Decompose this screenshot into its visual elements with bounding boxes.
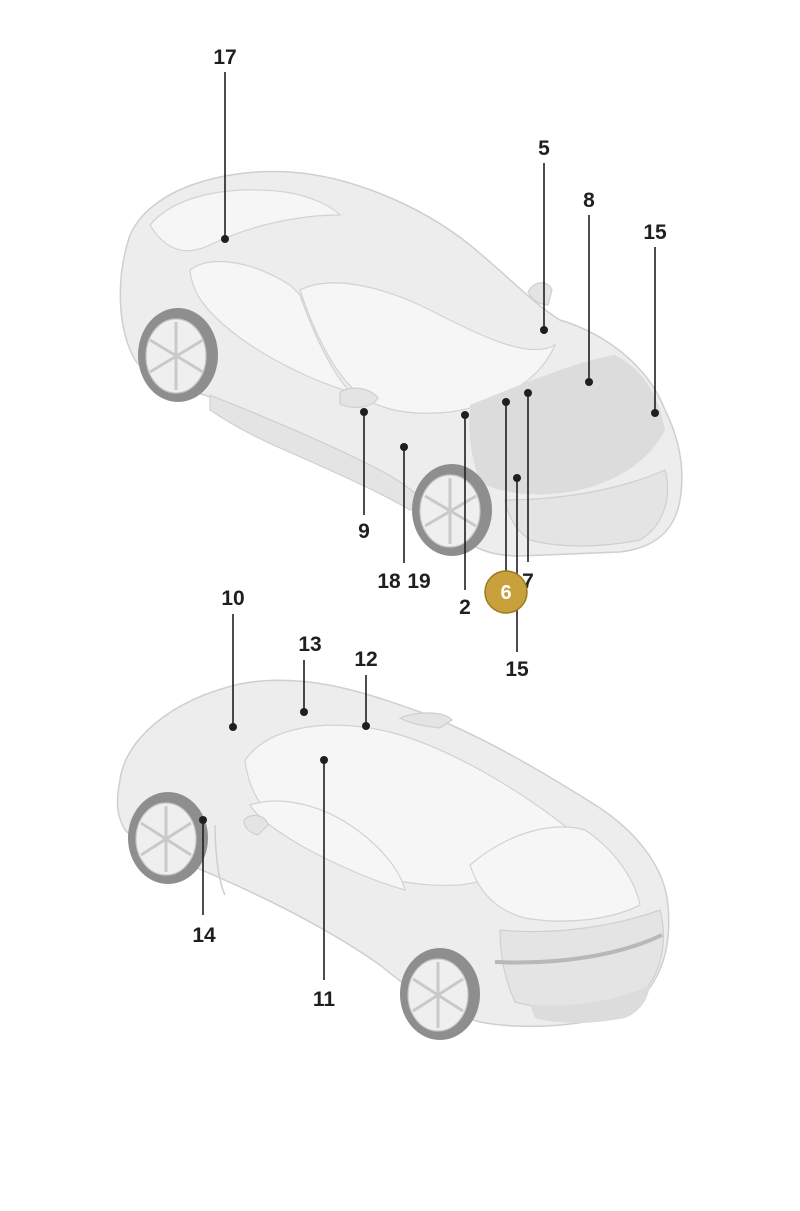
callout-labels: 17 5 8 15 9 18 19 2 7 15 10 13 12 14 11 xyxy=(192,46,667,1011)
callout-7[interactable]: 7 xyxy=(522,570,534,593)
callout-2[interactable]: 2 xyxy=(459,596,471,619)
callout-8[interactable]: 8 xyxy=(583,189,595,212)
callout-17[interactable]: 17 xyxy=(213,46,236,69)
callout-18[interactable]: 18 xyxy=(377,570,401,593)
callout-5[interactable]: 5 xyxy=(538,137,550,160)
callout-9[interactable]: 9 xyxy=(358,520,370,543)
callout-11[interactable]: 11 xyxy=(313,988,336,1011)
callout-19[interactable]: 19 xyxy=(407,570,430,593)
callout-10[interactable]: 10 xyxy=(221,587,244,610)
callout-6[interactable]: 6 xyxy=(500,582,511,604)
car-front-view xyxy=(119,170,683,557)
highlight-circle[interactable] xyxy=(484,570,528,614)
callout-6-highlighted[interactable]: 6 xyxy=(484,570,528,614)
callout-15-top[interactable]: 15 xyxy=(643,221,667,244)
callout-13[interactable]: 13 xyxy=(298,633,321,656)
car-rear-view xyxy=(116,679,670,1040)
callout-12[interactable]: 12 xyxy=(354,648,377,671)
callout-15-bottom[interactable]: 15 xyxy=(505,658,529,681)
callout-14[interactable]: 14 xyxy=(192,924,216,947)
leader-lines xyxy=(199,72,659,980)
